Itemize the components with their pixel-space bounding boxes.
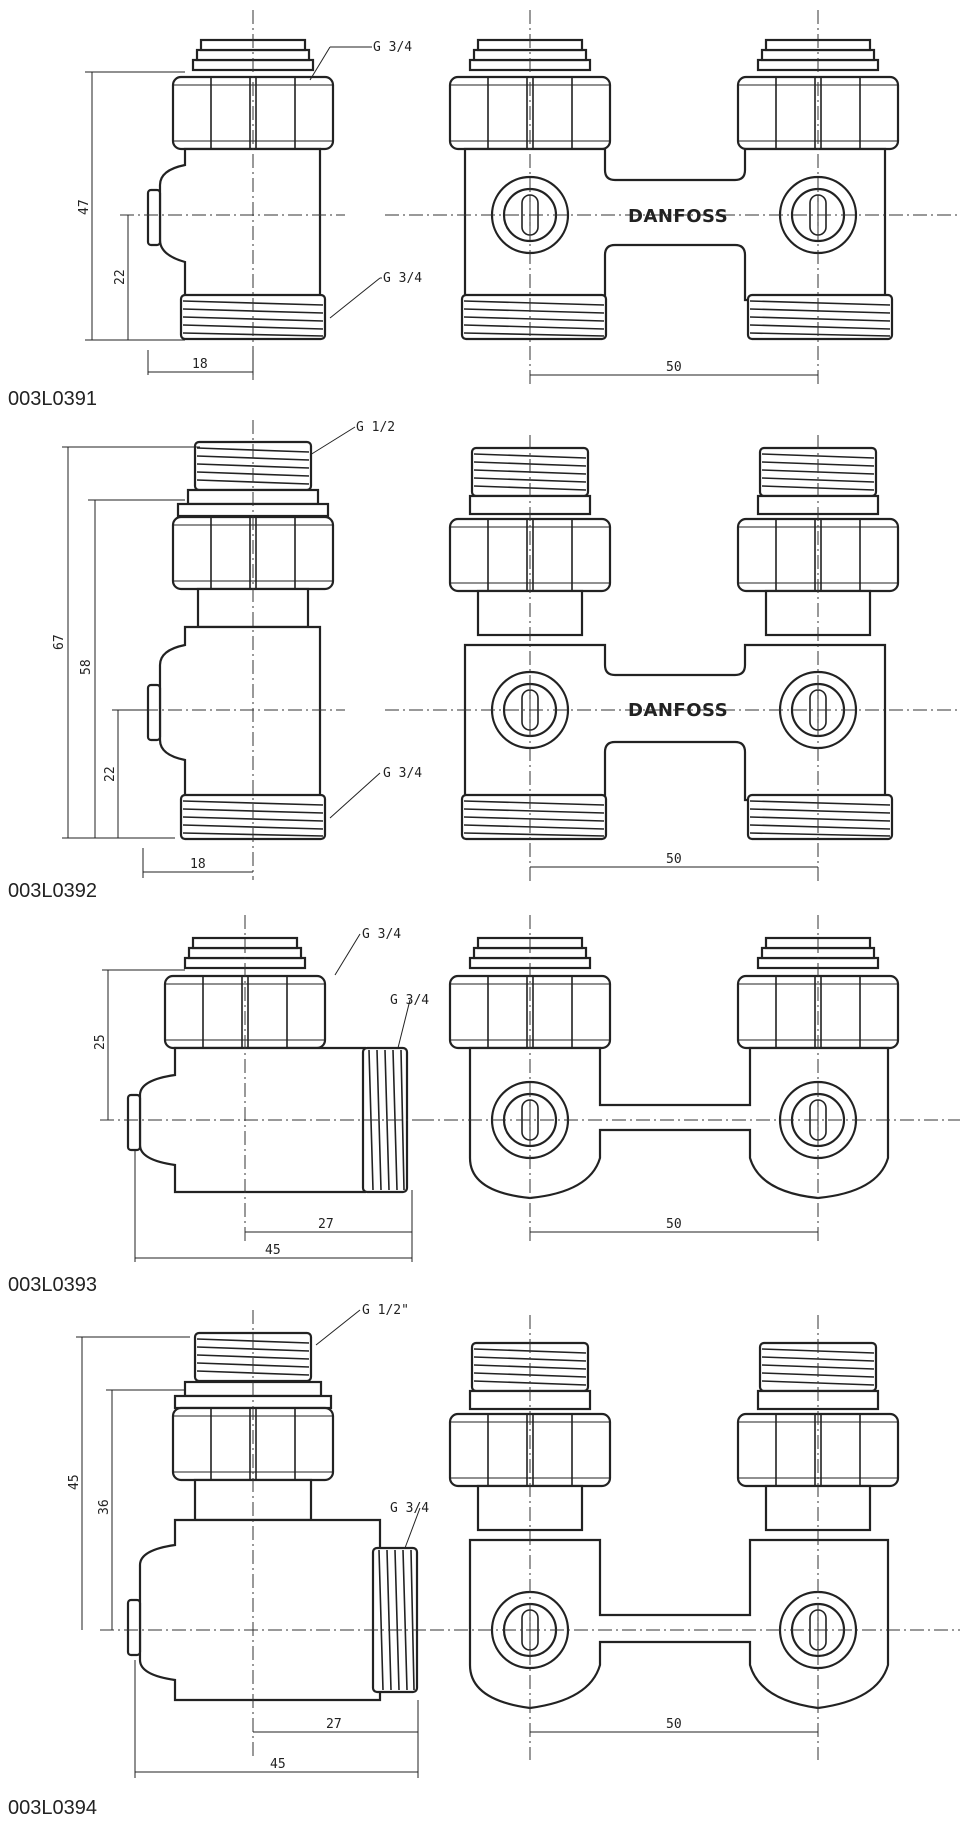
v3-inner-length-label: 27 xyxy=(318,1217,334,1232)
v1-bottom-thread-label: G 3/4 xyxy=(383,271,422,286)
v4-mid-height-label: 36 xyxy=(97,1499,112,1515)
variant-3-drawing xyxy=(100,915,960,1245)
v3-height-label: 25 xyxy=(93,1034,108,1050)
v3-product-code: 003L0393 xyxy=(8,1274,97,1296)
v1-offset-label: 18 xyxy=(192,357,208,372)
v2-bottom-thread-label: G 3/4 xyxy=(383,766,422,781)
v2-offset-label: 18 xyxy=(190,857,206,872)
v1-top-thread-label: G 3/4 xyxy=(373,40,412,55)
v1-spacing-label: 50 xyxy=(666,360,682,375)
v3-top-thread-label: G 3/4 xyxy=(362,927,401,942)
dimension-lines xyxy=(62,46,818,1778)
v4-inner-length-label: 27 xyxy=(326,1717,342,1732)
v4-product-code: 003L0394 xyxy=(8,1797,97,1819)
v2-center-height-label: 22 xyxy=(103,766,118,782)
variant-2-drawing xyxy=(120,420,960,885)
v2-height-label: 67 xyxy=(52,634,67,650)
v3-length-label: 45 xyxy=(265,1243,281,1258)
v1-height-label: 47 xyxy=(77,199,92,215)
v4-length-label: 45 xyxy=(270,1757,286,1772)
v4-side-thread-label: G 3/4 xyxy=(390,1501,429,1516)
dimension-labels: G 3/4 G 3/4 47 22 18 50 DANFOSS G 1/2 G … xyxy=(52,40,728,1772)
v2-brand-label: DANFOSS xyxy=(628,700,728,721)
v1-brand-label: DANFOSS xyxy=(628,206,728,227)
variant-1-drawing xyxy=(120,10,960,385)
v4-height-label: 45 xyxy=(67,1474,82,1490)
v1-product-code: 003L0391 xyxy=(8,388,97,410)
v2-top-thread-label: G 1/2 xyxy=(356,420,395,435)
v2-product-code: 003L0392 xyxy=(8,880,97,902)
v3-spacing-label: 50 xyxy=(666,1217,682,1232)
variant-4-drawing xyxy=(100,1310,960,1760)
v2-spacing-label: 50 xyxy=(666,852,682,867)
v3-side-thread-label: G 3/4 xyxy=(390,993,429,1008)
v4-top-thread-label: G 1/2" xyxy=(362,1303,409,1318)
v1-center-height-label: 22 xyxy=(113,269,128,285)
v2-mid-height-label: 58 xyxy=(79,659,94,675)
v4-spacing-label: 50 xyxy=(666,1717,682,1732)
